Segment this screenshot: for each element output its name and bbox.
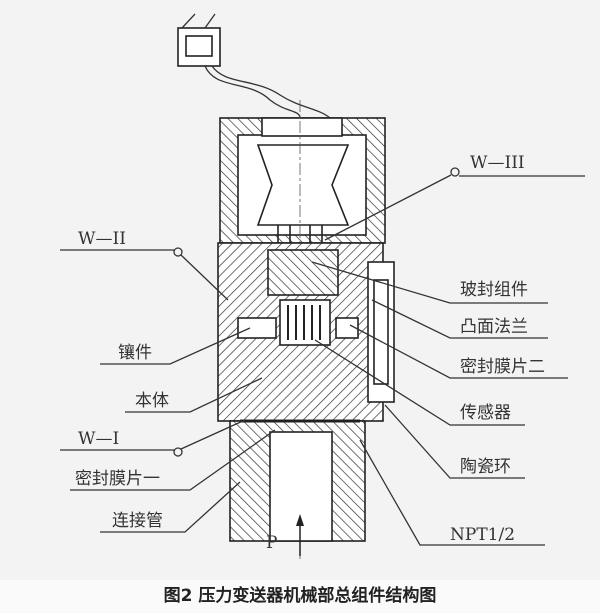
label-w3: W—III [470,153,525,173]
label-pressure: P [266,533,277,553]
arrow-head-icon [296,514,304,526]
label-seal-diaphragm-1: 密封膜片一 [75,469,160,489]
label-insert: 镶件 [118,342,152,363]
connecting-pipe [229,419,366,542]
label-convex-flange: 凸面法兰 [460,317,528,337]
label-seal-diaphragm-2: 密封膜片二 [460,357,545,377]
label-body: 本体 [135,391,169,411]
label-thread: NPT1/2 [450,525,515,545]
connector [177,13,331,119]
right-leaders [311,167,585,546]
label-sensor: 传感器 [460,403,511,423]
label-w1: W—I [78,429,119,449]
label-w2: W—II [78,229,126,249]
label-ceramic-ring: 陶瓷环 [460,457,511,477]
main-body [217,242,395,422]
left-leaders [60,247,276,533]
label-glass-seal: 玻封组件 [460,280,528,300]
pressure-transmitter-diagram: P W—III 玻封组件 凸面法兰 密封膜片二 传感器 陶瓷环 NPT1/2 W… [60,13,585,560]
figure-caption: 图2 压力变送器机械部总组件结构图 [0,580,600,613]
label-connecting-pipe: 连接管 [112,511,163,531]
